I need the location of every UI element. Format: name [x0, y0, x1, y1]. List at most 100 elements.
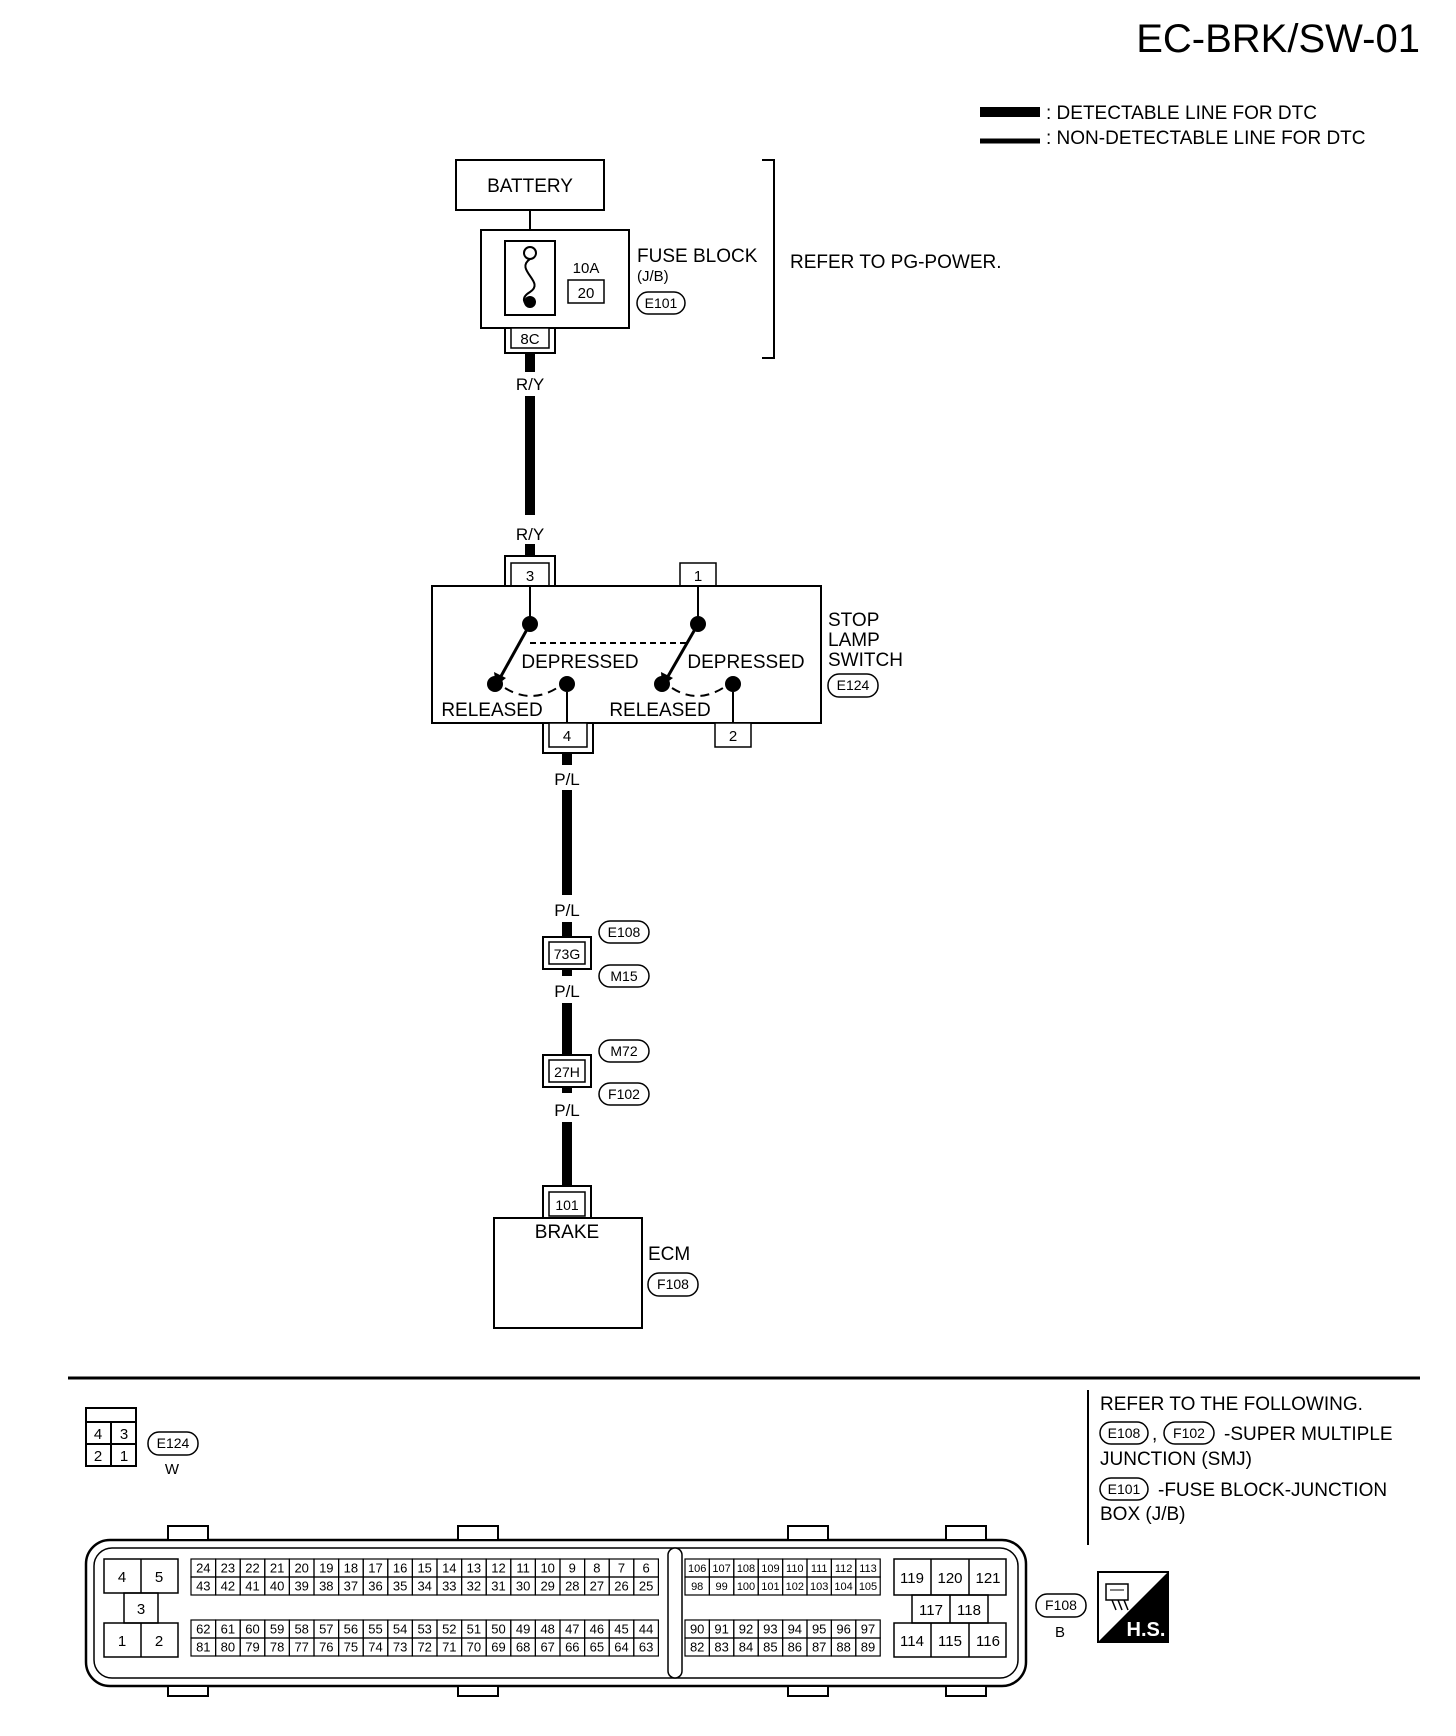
connector-tag-f108-face [1035, 1593, 1087, 1618]
f108-pin-49: 49 [516, 1622, 530, 1637]
e124-face-pin-3: 3 [120, 1426, 128, 1443]
f108-pin-10: 10 [540, 1561, 554, 1576]
refer-smj-line2: JUNCTION (SMJ) [1100, 1449, 1252, 1470]
connector-e124-face: 4 3 2 1 E124 W [85, 1407, 199, 1478]
refer-bracket [762, 159, 775, 359]
f108-pin-5: 5 [155, 1569, 163, 1586]
label-released-right: RELEASED [609, 700, 710, 721]
fuse-block-jb: (J/B) [637, 268, 669, 285]
f108-pin-40: 40 [270, 1579, 284, 1594]
contact-released-right [654, 676, 670, 692]
f108-pin-120: 120 [937, 1570, 962, 1587]
f108-pin-67: 67 [540, 1640, 554, 1655]
f108-pin-47: 47 [565, 1622, 579, 1637]
f108-pin-121: 121 [975, 1570, 1000, 1587]
contact-released-left [487, 676, 503, 692]
f108-pin-66: 66 [565, 1640, 579, 1655]
label-depressed-left: DEPRESSED [521, 652, 638, 673]
battery: BATTERY [455, 159, 605, 211]
f108-pin-46: 46 [590, 1622, 604, 1637]
connector-tag-e108 [598, 920, 650, 944]
switch-pin-3-label: 3 [526, 568, 534, 585]
terminal-27h-label: 27H [554, 1064, 580, 1080]
f108-pin-23: 23 [221, 1561, 235, 1576]
legend-detectable-label: : DETECTABLE LINE FOR DTC [1046, 103, 1317, 124]
f108-pin-86: 86 [788, 1640, 802, 1655]
switch-name-line3: SWITCH [828, 650, 903, 671]
contact-depressed-left [559, 676, 575, 692]
f108-pin-22: 22 [245, 1561, 259, 1576]
wire-color-pl-3: P/L [554, 982, 580, 1001]
f108-pin-31: 31 [491, 1579, 505, 1594]
fuse-number: 20 [578, 285, 595, 302]
refer-pg-power: REFER TO PG-POWER. [790, 252, 1002, 273]
f108-pin-111: 111 [811, 1563, 828, 1575]
f108-pin-116: 116 [976, 1633, 1000, 1650]
connector-tag-f102 [598, 1082, 650, 1106]
f108-pin-37: 37 [344, 1579, 358, 1594]
f108-pin-78: 78 [270, 1640, 284, 1655]
f108-pin-29: 29 [540, 1579, 554, 1594]
f108-pin-85: 85 [763, 1640, 777, 1655]
connector-tag-m15-label: M15 [610, 968, 637, 984]
connector-tag-e108-label: E108 [608, 924, 641, 940]
f108-pin-83: 83 [714, 1640, 728, 1655]
f108-pin-13: 13 [467, 1561, 481, 1576]
switch-pin-4-label: 4 [563, 728, 571, 745]
f108-pin-28: 28 [565, 1579, 579, 1594]
page-title: EC-BRK/SW-01 [1136, 17, 1420, 61]
f108-pin-70: 70 [467, 1640, 481, 1655]
f108-pin-80: 80 [221, 1640, 235, 1655]
switch-arm-left [498, 623, 532, 679]
switch-arm-right [665, 623, 700, 679]
f108-pin-64: 64 [614, 1640, 628, 1655]
refer-separator: , [1152, 1424, 1157, 1445]
f108-pin-58: 58 [294, 1622, 308, 1637]
f108-pin-50: 50 [491, 1622, 505, 1637]
refer-tag-e108 [1099, 1421, 1149, 1445]
f108-pin-19: 19 [319, 1561, 333, 1576]
ecm-terminal-101-label: 101 [555, 1197, 579, 1213]
ecm-input-brake: BRAKE [535, 1222, 599, 1243]
fuse-block: 10A 20 FUSE BLOCK (J/B) E101 [480, 229, 758, 329]
connector-tag-e124 [827, 673, 879, 698]
f108-pin-102: 102 [786, 1581, 804, 1593]
f108-pin-cell [855, 1576, 881, 1596]
f108-pin-98: 98 [691, 1581, 703, 1593]
f108-pin-51: 51 [467, 1622, 481, 1637]
f108-pin-35: 35 [393, 1579, 407, 1594]
f108-pin-25: 25 [639, 1579, 653, 1594]
connector-tag-e124-face-label: E124 [157, 1435, 190, 1451]
refer-tag-e101 [1099, 1477, 1149, 1501]
f108-pin-109: 109 [761, 1563, 779, 1575]
connector-tag-m72 [598, 1039, 650, 1063]
f108-pin-117: 117 [919, 1602, 943, 1619]
connector-f108-face: 4 5 3 1 2 119 120 121 117 118 114 115 11… [84, 1525, 1028, 1697]
connector-tag-e124-label: E124 [837, 677, 870, 693]
f108-pin-21: 21 [270, 1561, 284, 1576]
switch-pin-1-label: 1 [694, 568, 702, 585]
terminal-8c [510, 327, 550, 349]
fuse-terminal-top [523, 246, 537, 260]
refer-tag-e108-label: E108 [1108, 1425, 1141, 1441]
connector-tag-f108-label: F108 [657, 1276, 689, 1292]
harness-side-badge-label: H.S. [1127, 1619, 1166, 1641]
f108-pin-97: 97 [861, 1622, 875, 1637]
wire-color-pl-2: P/L [554, 901, 580, 920]
f108-pin-53: 53 [417, 1622, 431, 1637]
f108-pin-36: 36 [368, 1579, 382, 1594]
f108-pin-84: 84 [739, 1640, 753, 1655]
f108-pin-cell [855, 1637, 881, 1657]
wire-color-pl-1: P/L [554, 770, 580, 789]
connector-e124-color: W [165, 1461, 180, 1478]
ecm: 101 BRAKE ECM F108 [493, 1185, 699, 1329]
f108-pin-56: 56 [344, 1622, 358, 1637]
connector-f108-color: B [1055, 1624, 1065, 1641]
f108-pin-68: 68 [516, 1640, 530, 1655]
f108-pin-87: 87 [812, 1640, 826, 1655]
connector-plug-icon [1105, 1583, 1129, 1611]
f108-pin-115: 115 [938, 1633, 962, 1650]
switch-pin-2 [714, 722, 752, 748]
refer-smj-line1: -SUPER MULTIPLE [1224, 1424, 1393, 1445]
battery-label: BATTERY [487, 176, 573, 197]
